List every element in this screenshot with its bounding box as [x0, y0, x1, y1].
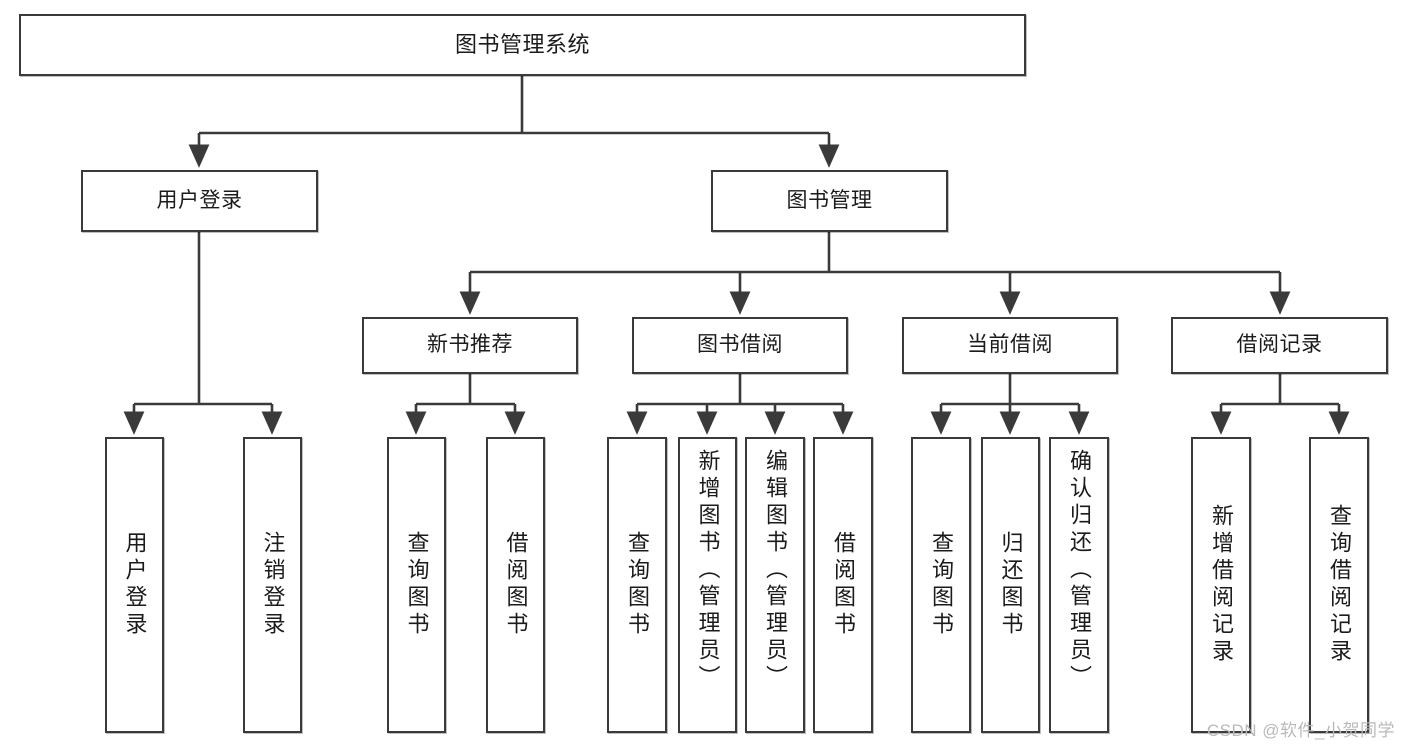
node-leaf-label: 用户登录 — [122, 531, 148, 639]
node-leaf-borrow-record-query[interactable]: 查询借阅记录 — [1309, 437, 1369, 733]
node-leaf-new-book-query[interactable]: 查询图书 — [387, 437, 446, 733]
node-leaf-book-borrow-borrow[interactable]: 借阅图书 — [813, 437, 873, 733]
node-user-login[interactable]: 用户登录 — [81, 170, 318, 232]
node-leaf-label: 借阅图书 — [831, 531, 856, 639]
node-leaf-label: 归还图书 — [998, 531, 1024, 639]
node-current-borrow[interactable]: 当前借阅 — [902, 317, 1118, 374]
node-book-manage[interactable]: 图书管理 — [711, 170, 948, 232]
node-user-login-label: 用户登录 — [156, 188, 243, 212]
node-book-manage-label: 图书管理 — [786, 188, 873, 212]
node-new-book-recommend-label: 新书推荐 — [427, 333, 513, 357]
node-leaf-borrow-record-add[interactable]: 新增借阅记录 — [1191, 437, 1251, 733]
node-leaf-label: 借阅图书 — [503, 531, 529, 639]
node-leaf-current-borrow-query[interactable]: 查询图书 — [911, 437, 971, 733]
node-root-label: 图书管理系统 — [454, 32, 590, 58]
node-leaf-book-borrow-query[interactable]: 查询图书 — [607, 437, 667, 733]
node-leaf-new-book-borrow[interactable]: 借阅图书 — [486, 437, 545, 733]
node-current-borrow-label: 当前借阅 — [967, 333, 1053, 357]
node-leaf-label: 确认归还（管理员） — [1067, 449, 1092, 692]
node-book-borrow-label: 图书借阅 — [697, 333, 783, 357]
node-leaf-user-login-logout[interactable]: 注销登录 — [243, 437, 302, 733]
node-leaf-label: 查询图书 — [625, 531, 650, 639]
node-leaf-label: 新增借阅记录 — [1209, 504, 1234, 666]
node-book-borrow[interactable]: 图书借阅 — [632, 317, 848, 374]
node-leaf-label: 查询图书 — [929, 531, 954, 639]
node-new-book-recommend[interactable]: 新书推荐 — [362, 317, 578, 374]
node-root[interactable]: 图书管理系统 — [19, 14, 1026, 76]
node-leaf-label: 编辑图书（管理员） — [763, 449, 788, 692]
node-borrow-record[interactable]: 借阅记录 — [1171, 317, 1388, 374]
node-leaf-current-borrow-confirm[interactable]: 确认归还（管理员） — [1049, 437, 1109, 733]
node-leaf-label: 新增图书（管理员） — [695, 449, 721, 692]
node-leaf-current-borrow-return[interactable]: 归还图书 — [981, 437, 1040, 733]
node-leaf-label: 查询图书 — [404, 531, 430, 639]
node-borrow-record-label: 借阅记录 — [1236, 333, 1323, 357]
node-leaf-label: 查询借阅记录 — [1327, 504, 1352, 666]
node-leaf-book-borrow-edit[interactable]: 编辑图书（管理员） — [745, 437, 805, 733]
node-leaf-user-login-login[interactable]: 用户登录 — [105, 437, 164, 733]
node-leaf-label: 注销登录 — [260, 531, 286, 639]
node-leaf-book-borrow-add[interactable]: 新增图书（管理员） — [678, 437, 737, 733]
watermark: CSDN @软件_小贺同学 — [1206, 721, 1395, 740]
